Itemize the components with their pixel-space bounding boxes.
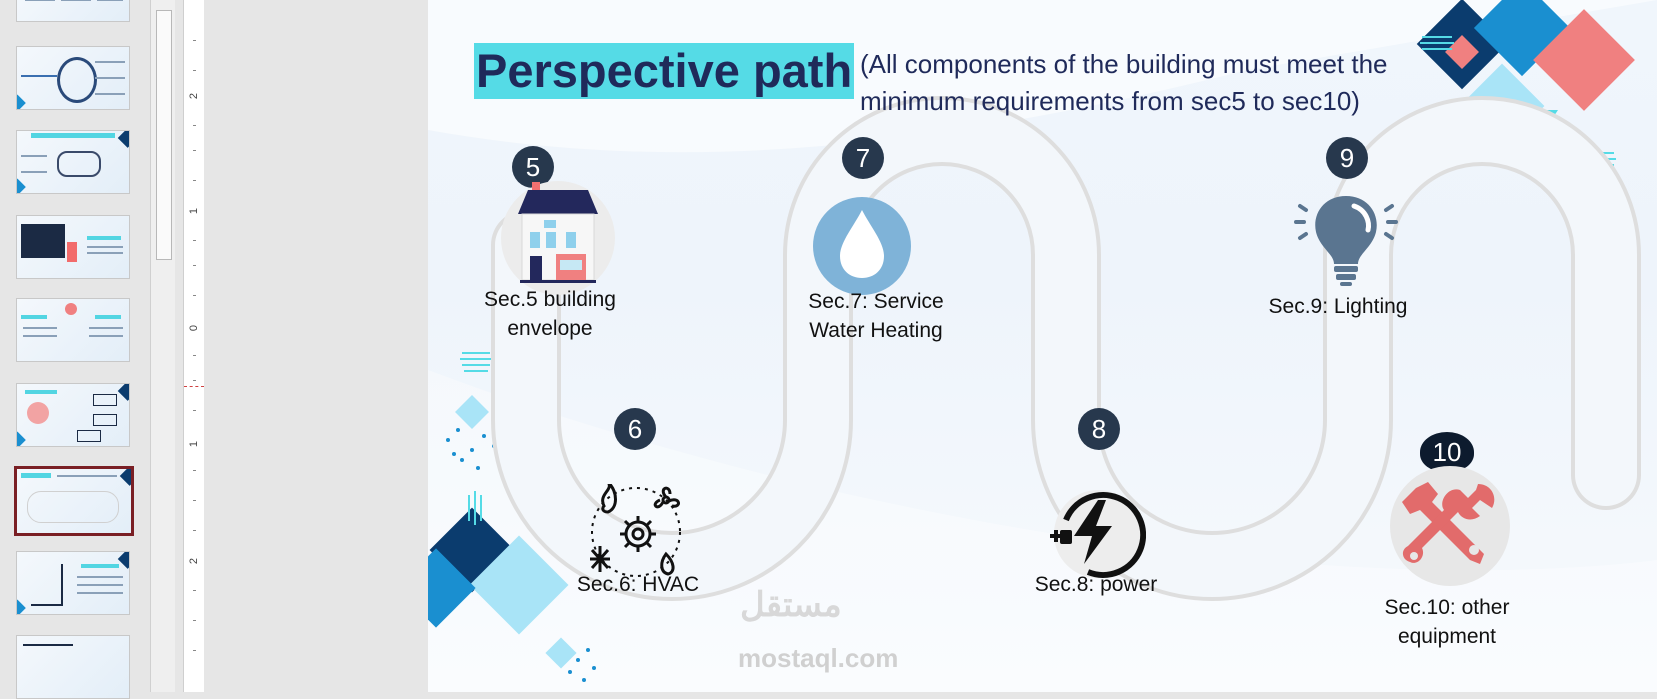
slide-thumbnail[interactable]	[16, 298, 130, 362]
watermark-url: mostaql.com	[738, 643, 899, 673]
step-label-line: Sec.5 building	[484, 288, 616, 311]
slide-thumbnail[interactable]	[16, 46, 130, 110]
step-label: Sec.9: Lighting	[1258, 292, 1418, 321]
step-number-badge: 10	[1420, 432, 1474, 472]
ruler-mark: 1	[188, 207, 200, 215]
step-label-line: Sec.10: other	[1384, 596, 1510, 619]
slide-thumbnail[interactable]	[16, 635, 130, 699]
step-label: Sec.7: Service Water Heating	[796, 287, 956, 345]
watermark-logo: مستقل	[740, 586, 842, 624]
ruler-cursor-marker	[184, 386, 204, 387]
slide-canvas[interactable]: Perspective path (All components of the …	[428, 0, 1657, 692]
step-label: Sec.5 building envelope	[470, 285, 630, 343]
step-number-badge: 5	[512, 146, 554, 188]
step-label: Sec.8: power	[1026, 570, 1166, 599]
slide-thumbnail[interactable]	[16, 383, 130, 447]
power-icon	[1050, 490, 1146, 578]
step-label-line: Sec.7: Service	[808, 290, 944, 313]
ruler-mark: 1	[188, 440, 200, 448]
ruler-mark: 2	[188, 92, 200, 100]
step-label: Sec.10: other equipment	[1372, 593, 1522, 651]
step-number-badge: 6	[614, 408, 656, 450]
tools-icon	[1390, 466, 1510, 586]
slide-thumbnail[interactable]	[16, 551, 130, 615]
slide-thumbnail-panel	[0, 0, 150, 699]
scrollbar-thumb[interactable]	[156, 10, 172, 260]
step-number-badge: 8	[1078, 408, 1120, 450]
thumbnail-scrollbar[interactable]	[150, 0, 175, 692]
slide-title[interactable]: Perspective path	[474, 43, 855, 99]
slide-subtitle[interactable]: (All components of the building must mee…	[860, 49, 1388, 116]
step-number-badge: 9	[1326, 137, 1368, 179]
ruler-mark: 2	[188, 557, 200, 565]
step-label-line: Sec.8: power	[1034, 573, 1158, 596]
step-label-line: envelope	[507, 317, 593, 340]
step-label-line: Sec.6: HVAC	[576, 573, 700, 596]
step-label: Sec.6: HVAC	[568, 570, 708, 599]
step-label-line: Water Heating	[809, 319, 943, 342]
slide-thumbnail[interactable]	[16, 130, 130, 194]
editor-canvas-background	[204, 0, 428, 692]
lightbulb-icon	[1294, 196, 1398, 286]
step-number-badge: 7	[842, 137, 884, 179]
ruler-mark: 0	[188, 324, 200, 332]
slide-thumbnail[interactable]	[16, 215, 130, 279]
house-icon	[501, 181, 615, 295]
step-label-line: Sec.9: Lighting	[1268, 295, 1408, 318]
slide-thumbnail[interactable]	[16, 0, 130, 22]
slide-background-decoration	[428, 0, 1657, 692]
hvac-icon	[590, 484, 681, 577]
vertical-ruler: 2 1 0 1 2	[183, 0, 205, 692]
slide-thumbnail-selected[interactable]	[14, 466, 134, 536]
step-label-line: equipment	[1397, 625, 1497, 648]
water-drop-icon	[813, 197, 911, 295]
